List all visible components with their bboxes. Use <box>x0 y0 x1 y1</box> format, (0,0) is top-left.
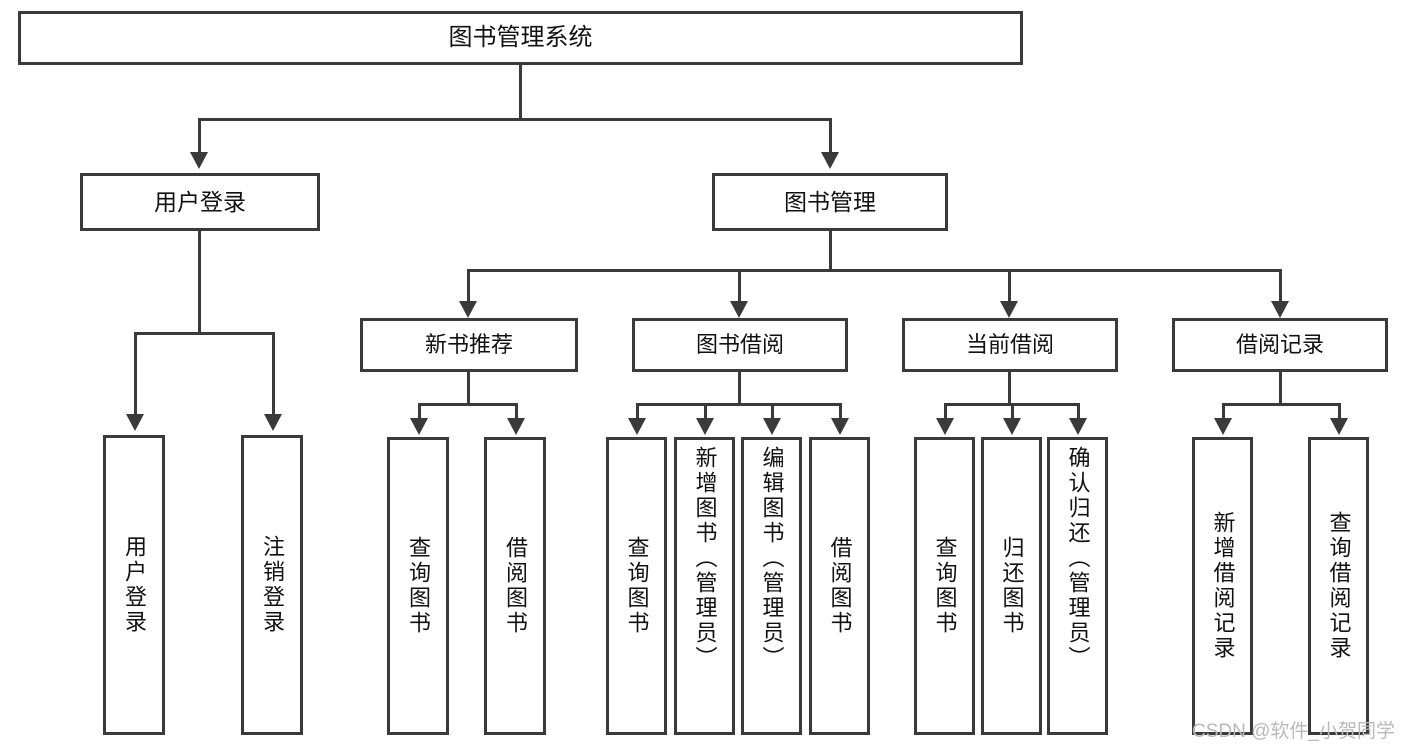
arrow-head-new-book-recommend <box>459 301 477 318</box>
node-label: 编辑图书（管理员） <box>759 446 785 671</box>
arrow-head-user-login <box>190 152 208 169</box>
connector-user-login-stem <box>198 231 201 335</box>
arrow-head-leaf-cb-1 <box>936 418 954 435</box>
node-label: 用户登录 <box>154 188 246 215</box>
connector-drop-user-login <box>198 118 201 154</box>
arrow-head-leaf-user-login-1 <box>126 414 144 431</box>
node-label: 用户登录 <box>122 535 147 635</box>
connector-drop-leaf-user-login-2 <box>272 332 275 416</box>
arrow-head-leaf-br-2 <box>1330 418 1348 435</box>
arrow-head-leaf-nbr-1 <box>410 418 428 435</box>
arrow-head-leaf-cb-2 <box>1003 418 1021 435</box>
leaf-book-borrow-query-book[interactable]: 查询图书 <box>606 437 667 735</box>
connector-drop-leaf-bb-4 <box>839 403 842 420</box>
node-label: 注销登录 <box>260 535 285 635</box>
node-label: 借阅图书 <box>503 536 528 636</box>
connector-borrow-record-stem <box>1279 372 1282 406</box>
arrow-head-leaf-br-1 <box>1214 418 1232 435</box>
arrow-head-book-management <box>821 152 839 169</box>
arrow-head-leaf-cb-3 <box>1069 418 1087 435</box>
node-label: 图书借阅 <box>695 332 784 358</box>
leaf-book-borrow-edit-book-admin[interactable]: 编辑图书（管理员） <box>741 437 802 735</box>
leaf-current-borrow-confirm-return-admin[interactable]: 确认归还（管理员） <box>1047 437 1108 735</box>
connector-drop-book-management <box>829 118 832 154</box>
node-label: 借阅图书 <box>827 536 853 636</box>
arrow-head-leaf-nbr-2 <box>507 418 525 435</box>
node-label: 图书管理 <box>784 188 876 215</box>
node-label: 查询借阅记录 <box>1326 511 1352 661</box>
leaf-new-book-recommend-borrow-book[interactable]: 借阅图书 <box>484 437 546 735</box>
arrow-head-leaf-bb-4 <box>831 418 849 435</box>
leaf-borrow-record-query-record[interactable]: 查询借阅记录 <box>1308 437 1369 735</box>
node-label: 当前借阅 <box>965 332 1054 358</box>
connector-drop-leaf-nbr-1 <box>418 403 421 420</box>
connector-new-book-recommend-stem <box>467 372 470 406</box>
node-label: 图书管理系统 <box>448 24 593 51</box>
connector-drop-leaf-user-login-1 <box>134 332 137 416</box>
connector-drop-leaf-nbr-2 <box>515 403 518 420</box>
leaf-user-login-login[interactable]: 用户登录 <box>103 435 165 735</box>
node-label: 归还图书 <box>999 536 1025 636</box>
connector-book-borrow-stem <box>738 372 741 406</box>
arrow-head-borrow-record <box>1271 301 1289 318</box>
connector-drop-leaf-br-2 <box>1338 403 1341 420</box>
connector-drop-book-borrow <box>738 269 741 303</box>
connector-drop-borrow-record <box>1279 269 1282 303</box>
leaf-user-login-logout[interactable]: 注销登录 <box>241 435 303 735</box>
node-label: 查询图书 <box>406 536 431 636</box>
arrow-head-leaf-bb-1 <box>628 418 646 435</box>
arrow-head-current-borrow <box>1000 301 1018 318</box>
node-label: 新增图书（管理员） <box>692 446 718 671</box>
connector-drop-leaf-bb-3 <box>771 403 774 420</box>
connector-drop-leaf-bb-2 <box>704 403 707 420</box>
arrow-head-leaf-user-login-2 <box>264 414 282 431</box>
connector-root-bus <box>198 118 832 121</box>
arrow-head-leaf-bb-3 <box>763 418 781 435</box>
node-user-login[interactable]: 用户登录 <box>80 173 320 231</box>
connector-new-book-recommend-bus <box>418 403 518 406</box>
connector-book-management-stem <box>829 231 832 272</box>
connector-root-stem <box>519 65 522 120</box>
node-book-borrow[interactable]: 图书借阅 <box>632 318 848 372</box>
leaf-new-book-recommend-query-book[interactable]: 查询图书 <box>387 437 449 735</box>
connector-drop-leaf-cb-1 <box>944 403 947 420</box>
leaf-book-borrow-borrow-book[interactable]: 借阅图书 <box>809 437 870 735</box>
node-root-book-management-system[interactable]: 图书管理系统 <box>18 11 1023 65</box>
connector-borrow-record-bus <box>1222 403 1341 406</box>
node-label: 新增借阅记录 <box>1210 511 1236 661</box>
connector-level2-bus <box>467 269 1279 272</box>
connector-book-borrow-bus <box>636 403 842 406</box>
node-label: 查询图书 <box>624 536 650 636</box>
connector-user-login-bus <box>134 332 273 335</box>
node-book-management[interactable]: 图书管理 <box>712 173 948 231</box>
arrow-head-leaf-bb-2 <box>696 418 714 435</box>
connector-drop-leaf-br-1 <box>1222 403 1225 420</box>
leaf-current-borrow-query-book[interactable]: 查询图书 <box>914 437 975 735</box>
leaf-current-borrow-return-book[interactable]: 归还图书 <box>981 437 1042 735</box>
node-label: 借阅记录 <box>1235 332 1324 358</box>
node-new-book-recommend[interactable]: 新书推荐 <box>360 318 578 372</box>
connector-drop-new-book-recommend <box>467 269 470 303</box>
connector-drop-leaf-cb-2 <box>1011 403 1014 420</box>
node-current-borrow[interactable]: 当前借阅 <box>902 318 1118 372</box>
node-label: 确认归还（管理员） <box>1065 446 1091 671</box>
connector-current-borrow-stem <box>1008 372 1011 406</box>
arrow-head-book-borrow <box>730 301 748 318</box>
connector-drop-leaf-cb-3 <box>1077 403 1080 420</box>
node-borrow-record[interactable]: 借阅记录 <box>1172 318 1388 372</box>
connector-drop-leaf-bb-1 <box>636 403 639 420</box>
connector-drop-current-borrow <box>1008 269 1011 303</box>
node-label: 新书推荐 <box>424 332 513 358</box>
node-label: 查询图书 <box>932 536 958 636</box>
leaf-borrow-record-add-record[interactable]: 新增借阅记录 <box>1192 437 1253 735</box>
leaf-book-borrow-add-book-admin[interactable]: 新增图书（管理员） <box>674 437 735 735</box>
